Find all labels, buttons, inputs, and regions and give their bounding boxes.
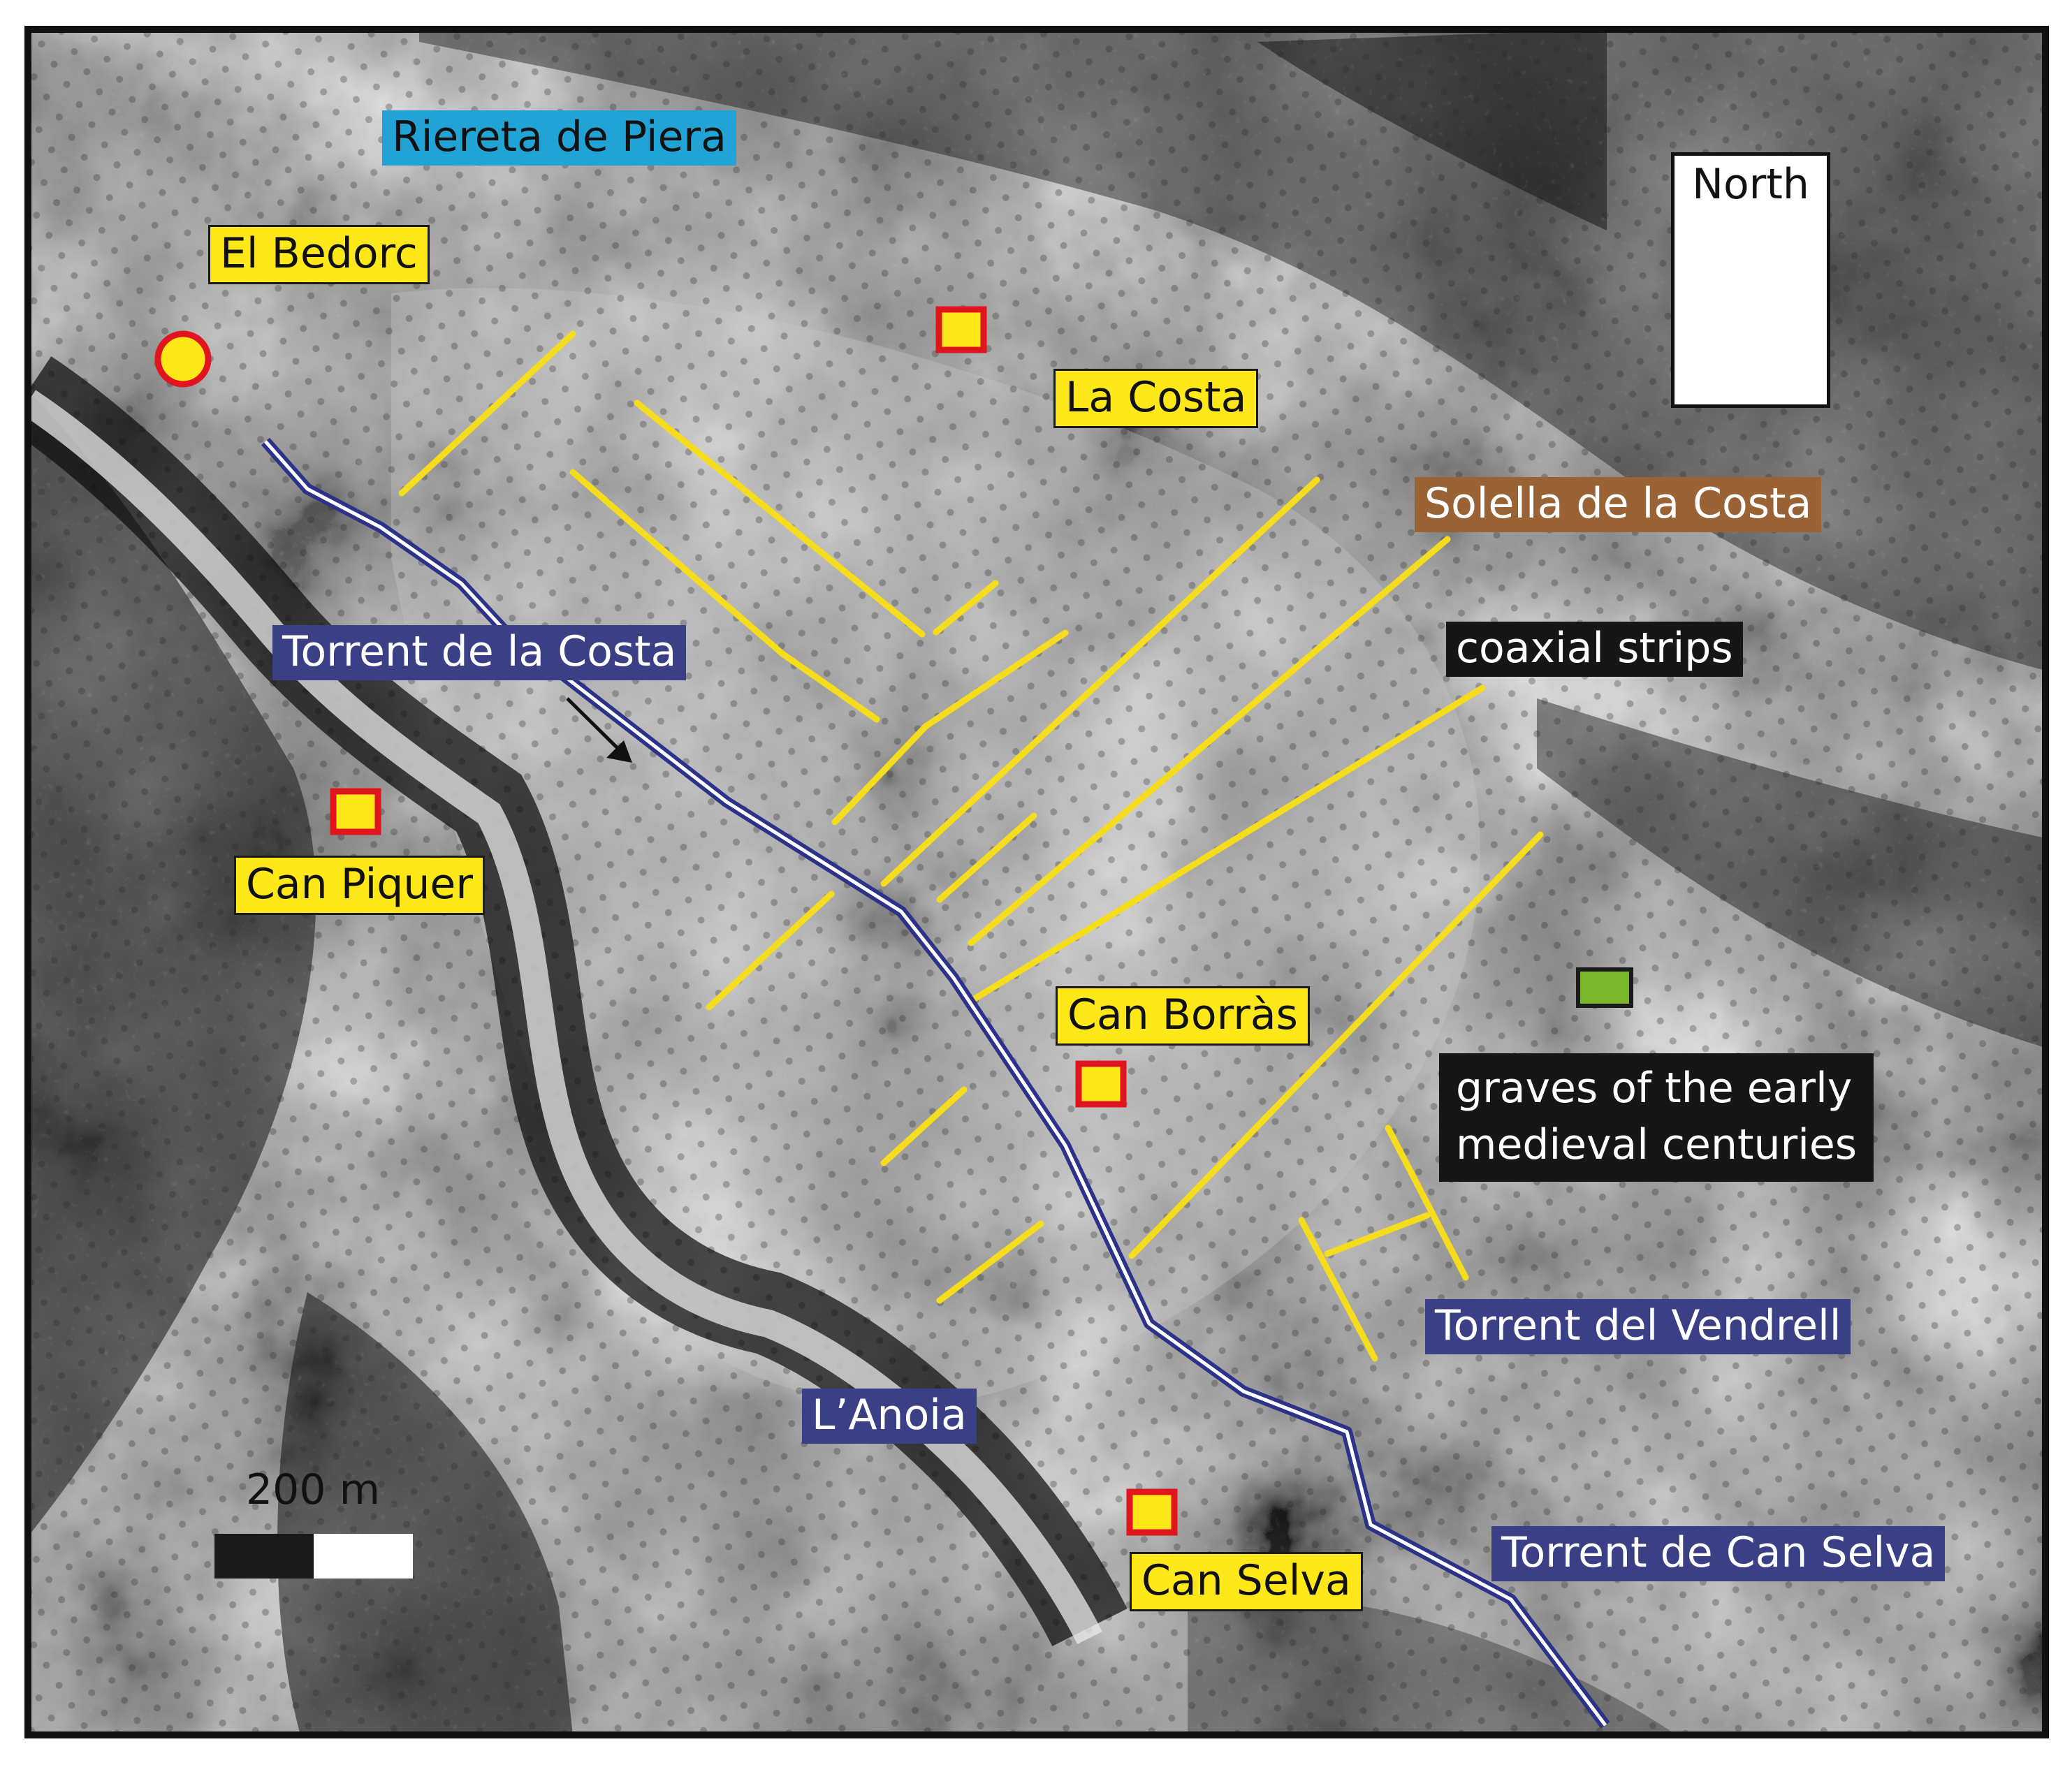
boundary-line: [968, 536, 1451, 946]
north-indicator: North: [1671, 152, 1830, 408]
graves-marker-icon: [1576, 967, 1633, 1008]
strip-boundaries: [398, 330, 1544, 1362]
boundary-line: [880, 476, 1320, 887]
label-riereta-de-piera: Riereta de Piera: [382, 110, 736, 166]
label-graves-line-2: medieval centuries: [1456, 1120, 1858, 1169]
map-frame: [24, 26, 2049, 1738]
can-borras-marker-icon: [1075, 1060, 1127, 1108]
label-coaxial-strips: coaxial strips: [1446, 622, 1743, 677]
boundary-line: [933, 580, 999, 636]
label-can-piquer: Can Piquer: [234, 856, 485, 915]
boundary-line: [1128, 831, 1544, 1259]
boundary-line: [569, 469, 880, 723]
label-torrent-de-la-costa: Torrent de la Costa: [272, 625, 687, 680]
label-can-selva: Can Selva: [1130, 1552, 1363, 1611]
boundary-line: [971, 684, 1486, 1002]
label-torrent-del-vendrell: Torrent del Vendrell: [1425, 1299, 1851, 1354]
scale-bar-white: [314, 1534, 413, 1579]
label-la-costa: La Costa: [1053, 369, 1259, 428]
scale-label: 200 m: [246, 1465, 381, 1514]
boundary-line: [831, 629, 1069, 826]
label-can-borras: Can Borràs: [1056, 986, 1310, 1046]
la-costa-marker-icon: [935, 306, 987, 353]
boundary-line: [936, 1220, 1044, 1304]
village-marker-icon: [154, 330, 212, 388]
can-selva-marker-icon: [1126, 1488, 1178, 1536]
can-piquer-marker-icon: [330, 788, 381, 835]
boundary-line: [1298, 1217, 1378, 1362]
boundary-line: [880, 1086, 968, 1166]
north-label: North: [1692, 160, 1809, 209]
label-anoia: L’Anoia: [802, 1389, 977, 1444]
pointer-arrowhead-icon: [606, 740, 632, 763]
boundary-line: [1385, 1125, 1469, 1281]
boundary-line: [1324, 1212, 1431, 1257]
scale-bar-black: [214, 1534, 314, 1579]
boundary-line: [634, 400, 926, 638]
label-solella-de-la-costa: Solella de la Costa: [1415, 477, 1822, 532]
label-el-bedorc: El Bedorc: [208, 225, 430, 284]
label-torrent-de-can-selva: Torrent de Can Selva: [1491, 1526, 1946, 1581]
label-graves: graves of the early medieval centuries: [1439, 1053, 1874, 1182]
pointer-arrow: [566, 697, 627, 757]
boundary-line: [936, 812, 1037, 903]
boundary-line: [706, 891, 835, 1011]
label-graves-line-1: graves of the early: [1456, 1064, 1853, 1113]
boundary-line: [398, 330, 576, 497]
